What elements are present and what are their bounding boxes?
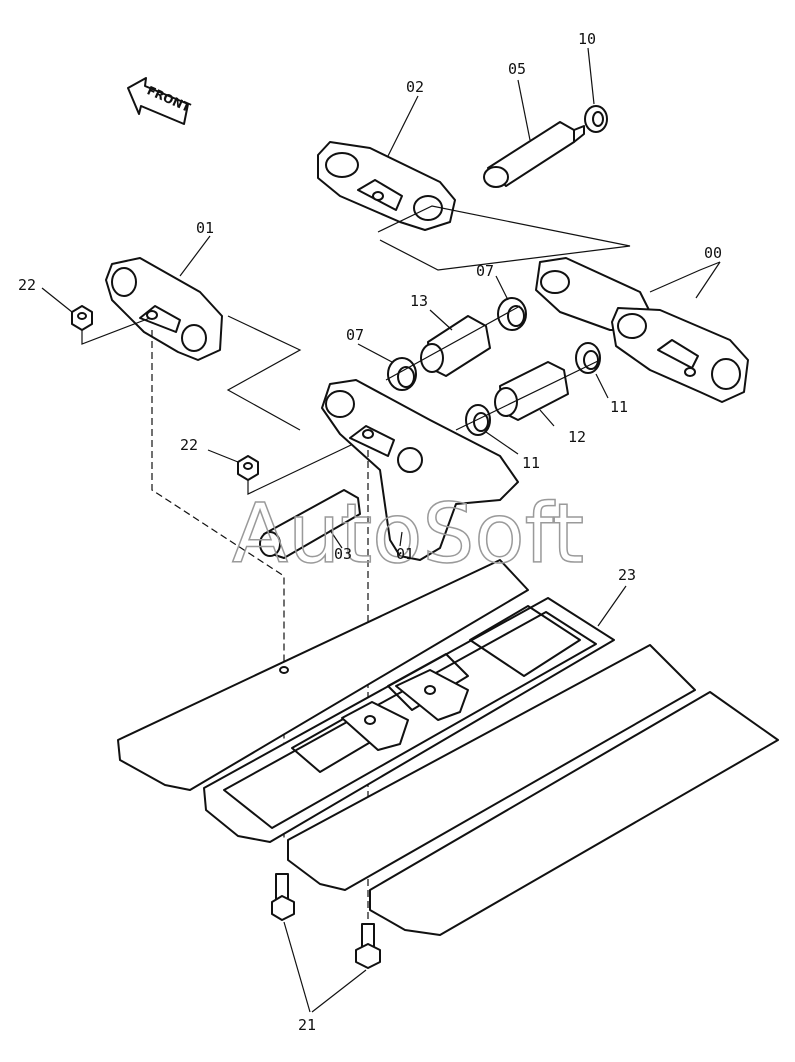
label-01-left: 01 bbox=[196, 219, 214, 237]
bushing-part-13 bbox=[420, 315, 491, 377]
label-11-left: 11 bbox=[522, 454, 540, 472]
label-02: 02 bbox=[406, 78, 424, 96]
link-part-01-center bbox=[321, 379, 519, 561]
link-part-01-left bbox=[105, 257, 223, 361]
link-part-02 bbox=[317, 141, 456, 231]
shoe-plate-left bbox=[117, 559, 529, 791]
label-01-center: 01 bbox=[396, 545, 414, 563]
bolt-part-21-right bbox=[355, 923, 381, 969]
front-direction-arrow: FRONT bbox=[127, 77, 193, 125]
bushing-part-12 bbox=[494, 361, 569, 421]
part-labels: 00 01 01 02 03 05 07 07 10 11 11 12 13 2… bbox=[18, 30, 722, 1034]
shoe-plate-right-upper bbox=[287, 644, 696, 891]
label-12: 12 bbox=[568, 428, 586, 446]
label-22-lower: 22 bbox=[180, 436, 198, 454]
link-assembly-part-00 bbox=[535, 257, 749, 403]
label-13: 13 bbox=[410, 292, 428, 310]
watermark: AutoSoft bbox=[232, 487, 584, 582]
nut-part-22-lower bbox=[237, 455, 259, 481]
nut-part-22-upper bbox=[71, 305, 93, 331]
leader-lines bbox=[41, 47, 721, 1013]
seal-part-07-left bbox=[387, 357, 417, 391]
snap-ring-part-10 bbox=[584, 105, 608, 133]
seal-part-07-right bbox=[497, 297, 527, 331]
grouser-shoe-part-23 bbox=[203, 597, 615, 843]
label-23: 23 bbox=[618, 566, 636, 584]
label-07-left: 07 bbox=[346, 326, 364, 344]
label-22-upper: 22 bbox=[18, 276, 36, 294]
pin-part-05 bbox=[483, 121, 585, 188]
label-03: 03 bbox=[334, 545, 352, 563]
shoe-plate-right-lower bbox=[369, 691, 779, 936]
label-07-right: 07 bbox=[476, 262, 494, 280]
pin-part-03 bbox=[259, 489, 361, 559]
seal-part-11-left bbox=[465, 404, 491, 436]
label-05: 05 bbox=[508, 60, 526, 78]
label-11-right: 11 bbox=[610, 398, 628, 416]
label-10: 10 bbox=[578, 30, 596, 48]
seal-part-11-right bbox=[575, 342, 601, 374]
label-21: 21 bbox=[298, 1016, 316, 1034]
bolt-part-21-left bbox=[271, 873, 295, 921]
label-00: 00 bbox=[704, 244, 722, 262]
